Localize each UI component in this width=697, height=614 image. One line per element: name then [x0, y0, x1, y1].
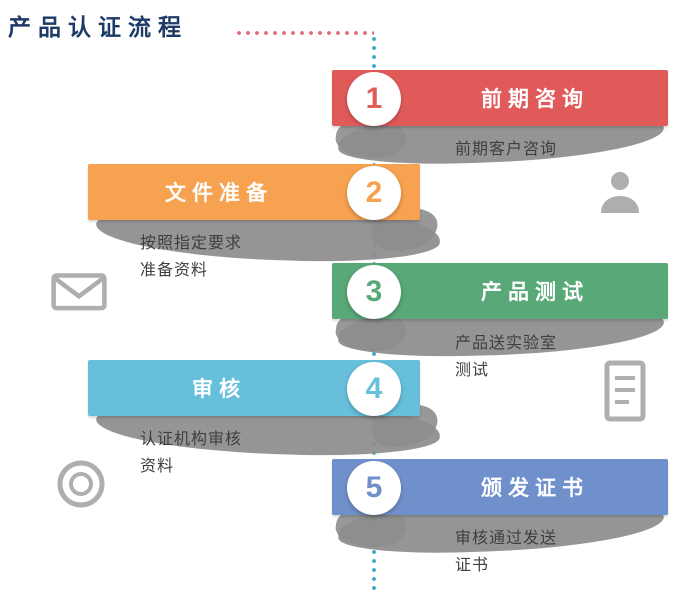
- document-icon: [604, 360, 646, 422]
- step-2-description: 按照指定要求 准备资料: [140, 230, 242, 284]
- step-1-number: 1: [365, 82, 383, 115]
- page-title: 产品认证流程: [8, 14, 188, 40]
- envelope-icon: [51, 273, 107, 311]
- step-4-title: 审核: [192, 378, 246, 401]
- step-5-title: 颁发证书: [481, 477, 589, 500]
- description-line: 产品送实验室: [455, 335, 558, 352]
- step-3-description: 产品送实验室 测试: [455, 330, 557, 384]
- step-5-description: 审核通过发送 证书: [455, 525, 557, 579]
- description-line: 按照指定要求: [140, 235, 243, 252]
- description-line: 资料: [140, 458, 175, 475]
- description-line: 证书: [455, 557, 490, 574]
- description-line: 测试: [455, 362, 490, 379]
- description-line: 前期客户咨询: [455, 141, 558, 158]
- step-5-number-badge: 5: [347, 461, 401, 515]
- step-3-number: 3: [365, 275, 383, 308]
- step-2-title: 文件准备: [165, 182, 273, 205]
- seal-icon: [57, 460, 105, 508]
- step-3-number-badge: 3: [347, 265, 401, 319]
- step-4-number-badge: 4: [347, 362, 401, 416]
- description-line: 认证机构审核: [140, 431, 243, 448]
- step-1-title: 前期咨询: [481, 88, 589, 111]
- step-3-title: 产品测试: [481, 281, 589, 304]
- step-2-number: 2: [365, 176, 383, 209]
- step-4-description: 认证机构审核 资料: [140, 426, 242, 480]
- step-1-description: 前期客户咨询: [455, 136, 557, 190]
- person-icon: [601, 172, 639, 213]
- description-line: 审核通过发送: [455, 530, 558, 547]
- step-2-number-badge: 2: [347, 166, 401, 220]
- step-5-number: 5: [365, 471, 383, 504]
- step-1-number-badge: 1: [347, 72, 401, 126]
- horizontal-dotted-line: [236, 30, 374, 36]
- step-4-number: 4: [365, 372, 383, 405]
- description-line: 准备资料: [140, 262, 209, 279]
- description-line: [455, 163, 557, 190]
